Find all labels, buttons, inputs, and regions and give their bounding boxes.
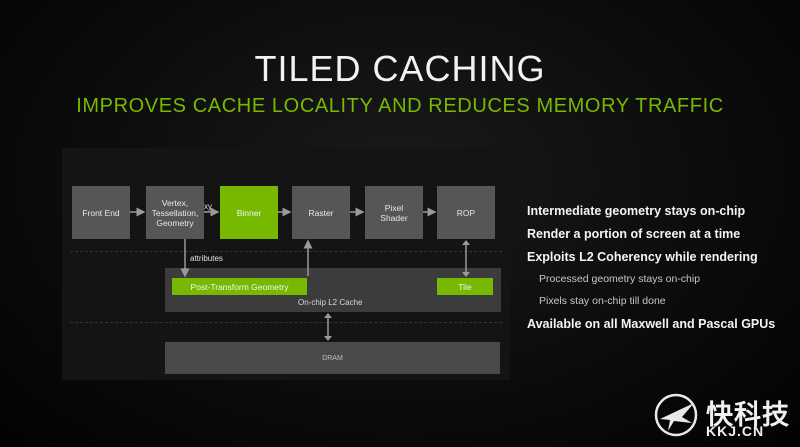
stage-pixel-shader: Pixel Shader [365, 186, 423, 239]
stage-label: Binner [236, 207, 262, 218]
bullet-item: Render a portion of screen at a time [527, 227, 741, 241]
stage-label: Vertex, Tessellation, Geometry [151, 197, 199, 228]
tile-label: Tile [458, 281, 472, 292]
pipeline-diagram: Front End Vertex, Tessellation, Geometry… [62, 148, 510, 380]
sub-bullet-item: Pixels stay on-chip till done [539, 295, 666, 307]
bullet-item: Exploits L2 Coherency while rendering [527, 250, 758, 264]
slide-title: TILED CACHING [254, 48, 546, 89]
bullet-item: Intermediate geometry stays on-chip [527, 204, 746, 218]
stage-front-end: Front End [72, 186, 130, 239]
stage-rop: ROP [437, 186, 495, 239]
l2-cache-label: On-chip L2 Cache [298, 298, 363, 307]
stage-label: Raster [308, 207, 334, 218]
bullet-item: Available on all Maxwell and Pascal GPUs [527, 317, 776, 331]
stage-label: Front End [82, 207, 120, 218]
dram-block: DRAM [165, 342, 500, 374]
bird-logo-icon [654, 393, 698, 437]
stage-label: Pixel Shader [380, 202, 408, 223]
tile-block: Tile [437, 278, 493, 295]
stage-vertex: Vertex, Tessellation, Geometry [146, 186, 204, 239]
watermark-en: KKJ.CN [706, 423, 765, 439]
xy-label: xy [204, 202, 212, 211]
attributes-label: attributes [190, 254, 223, 263]
post-transform-geometry: Post-Transform Geometry [172, 278, 307, 295]
bullet-list: Intermediate geometry stays on-chip Rend… [527, 202, 797, 338]
post-transform-label: Post-Transform Geometry [190, 281, 289, 292]
slide-subtitle: IMPROVES CACHE LOCALITY AND REDUCES MEMO… [76, 95, 724, 117]
stage-raster: Raster [292, 186, 350, 239]
watermark: 快科技 KKJ.CN [654, 393, 794, 441]
stage-label: ROP [456, 207, 476, 218]
sub-bullet-item: Processed geometry stays on-chip [539, 273, 701, 285]
watermark-cn: 快科技 [706, 400, 790, 430]
dram-label: DRAM [322, 354, 343, 362]
stage-binner: Binner [220, 186, 278, 239]
divider-line [70, 251, 502, 252]
divider-line [70, 322, 502, 323]
flow-arrows [130, 207, 470, 341]
